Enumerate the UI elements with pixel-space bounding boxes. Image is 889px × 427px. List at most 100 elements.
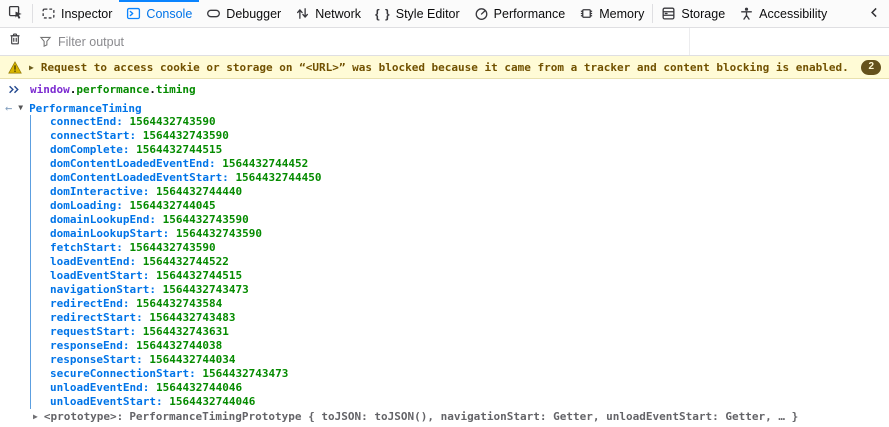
prototype-label: <prototype>: (43, 410, 124, 423)
property-row: domLoading: 1564432744045 (50, 199, 889, 213)
property-row: unloadEventEnd: 1564432744046 (50, 381, 889, 395)
property-name: domainLookupStart: (50, 227, 170, 240)
expression-token-punct: . (69, 83, 77, 96)
property-value: 1564432744440 (155, 185, 243, 198)
command-echo-row: window.performance.timing (0, 79, 889, 99)
property-value: 1564432743590 (129, 241, 216, 254)
property-name: fetchStart: (50, 241, 123, 254)
tab-overflow-chevron-left-button[interactable] (860, 0, 889, 27)
expand-arrow-icon[interactable]: ▶ (33, 411, 38, 421)
property-name: connectStart: (50, 129, 137, 142)
warning-count-badge: 2 (861, 60, 881, 75)
inspector-icon (41, 6, 56, 21)
pick-element-button[interactable] (0, 0, 31, 27)
console-filter-bar (0, 28, 889, 56)
tab-accessibility[interactable]: Accessibility (732, 0, 834, 27)
property-name: loadEventEnd: (50, 255, 137, 268)
toolbar-separator (32, 4, 33, 23)
property-value: 1564432743590 (175, 227, 262, 240)
performance-icon (474, 6, 489, 21)
property-name: domContentLoadedEventStart: (50, 171, 229, 184)
tab-label: Style Editor (395, 6, 460, 21)
property-name: domLoading: (50, 199, 123, 212)
warning-message-row: ▶ Request to access cookie or storage on… (0, 56, 889, 79)
property-name: redirectEnd: (50, 297, 130, 310)
property-value: 1564432743584 (136, 297, 223, 310)
console-output: ▶ Request to access cookie or storage on… (0, 56, 889, 424)
style-editor-icon: { } (375, 6, 391, 21)
property-name: loadEventStart: (50, 269, 150, 282)
property-value: 1564432743590 (142, 129, 229, 142)
warning-icon (8, 61, 22, 74)
debugger-icon (206, 6, 221, 21)
trash-icon (8, 32, 22, 51)
memory-icon (579, 6, 594, 21)
result-object-header: ← ▼ PerformanceTiming (0, 99, 889, 115)
tab-memory[interactable]: Memory (572, 0, 651, 27)
tab-label: Network (315, 6, 362, 21)
tab-network[interactable]: Network (288, 0, 368, 27)
tab-label: Inspector (61, 6, 113, 21)
property-row: loadEventStart: 1564432744515 (50, 269, 889, 283)
collapse-arrow-icon[interactable]: ▼ (18, 103, 24, 112)
prototype-row: ▶ <prototype>: PerformanceTimingPrototyp… (0, 409, 889, 424)
property-value: 1564432744450 (235, 171, 322, 184)
tabbar-tabs: Inspector Console Debugger Network { } Style … (34, 0, 834, 27)
input-expression: window.performance.timing (30, 83, 196, 96)
tab-debugger[interactable]: Debugger (199, 0, 288, 27)
property-row: domComplete: 1564432744515 (50, 143, 889, 157)
property-row: domainLookupStart: 1564432743590 (50, 227, 889, 241)
tab-performance[interactable]: Performance (467, 0, 573, 27)
property-name: responseStart: (50, 353, 143, 366)
property-row: domInteractive: 1564432744440 (50, 185, 889, 199)
tab-style-editor[interactable]: { } Style Editor (368, 0, 467, 27)
property-name: domainLookupEnd: (50, 213, 156, 226)
filterbar-separator (689, 28, 690, 55)
property-name: unloadEventStart: (50, 395, 163, 408)
filter-input[interactable] (52, 34, 889, 49)
property-row: secureConnectionStart: 1564432743473 (50, 367, 889, 381)
property-row: responseEnd: 1564432744038 (50, 339, 889, 353)
property-value: 1564432743473 (202, 367, 289, 380)
property-row: navigationStart: 1564432743473 (50, 283, 889, 297)
accessibility-icon (739, 6, 754, 21)
warning-expand-arrow-icon[interactable]: ▶ (29, 63, 34, 72)
property-name: connectEnd: (50, 115, 123, 128)
tab-console[interactable]: Console (119, 0, 200, 27)
property-value: 1564432744045 (129, 199, 216, 212)
property-value: 1564432743631 (142, 325, 229, 338)
property-value: 1564432743473 (162, 283, 249, 296)
tab-label: Performance (493, 6, 566, 21)
expression-token-property: performance (76, 83, 150, 96)
expression-token-property: timing (155, 83, 196, 96)
property-value: 1564432743483 (149, 311, 236, 324)
property-row: fetchStart: 1564432743590 (50, 241, 889, 255)
tab-label: Accessibility (759, 6, 828, 21)
property-name: domComplete: (50, 143, 130, 156)
tab-label: Memory (599, 6, 645, 21)
property-value: 1564432744522 (142, 255, 229, 268)
tab-label: Console (146, 6, 193, 21)
property-value: 1564432744452 (222, 157, 309, 170)
network-icon (295, 6, 310, 21)
property-value: 1564432744515 (155, 269, 243, 282)
clear-console-button[interactable] (0, 32, 30, 51)
devtools-tabbar: Inspector Console Debugger Network { } Style … (0, 0, 889, 28)
property-row: redirectStart: 1564432743483 (50, 311, 889, 325)
property-row: domContentLoadedEventStart: 156443274445… (50, 171, 889, 185)
tab-label: Storage (681, 6, 726, 21)
property-value: 1564432744038 (136, 339, 223, 352)
tab-storage[interactable]: Storage (654, 0, 732, 27)
property-name: domInteractive: (50, 185, 150, 198)
return-value-arrow-icon: ← (5, 101, 13, 115)
tab-label: Debugger (226, 6, 282, 21)
storage-icon (661, 6, 676, 21)
property-value: 1564432744046 (155, 381, 243, 394)
prototype-preview: PerformanceTimingPrototype { toJSON: toJ… (129, 410, 799, 423)
property-value: 1564432744046 (169, 395, 256, 408)
property-row: connectEnd: 1564432743590 (50, 115, 889, 129)
property-name: secureConnectionStart: (50, 367, 196, 380)
property-name: redirectStart: (50, 311, 143, 324)
tab-inspector[interactable]: Inspector (34, 0, 119, 27)
